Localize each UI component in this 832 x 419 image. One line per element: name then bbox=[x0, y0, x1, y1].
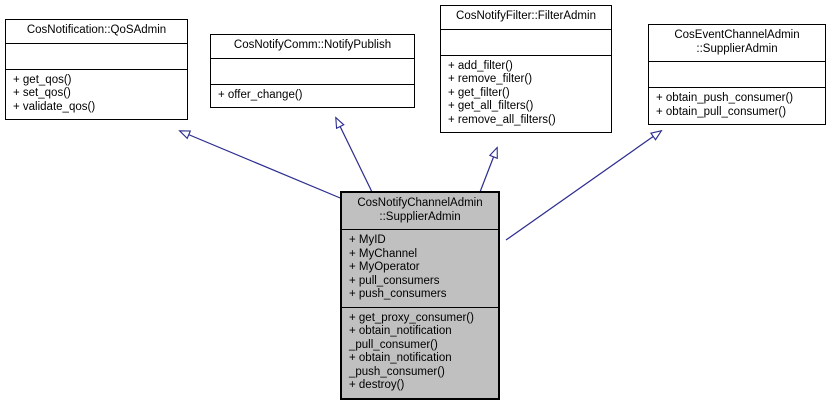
edge-supplieradmin-to-notifypublish bbox=[336, 118, 373, 193]
class-box-filter-admin[interactable]: CosNotifyFilter::FilterAdmin + add_filte… bbox=[440, 5, 612, 133]
class-attributes-notify-publish bbox=[211, 59, 414, 84]
attribute-row: + pull_consumers bbox=[349, 274, 440, 287]
class-attributes-event-channel-admin bbox=[649, 62, 825, 87]
operation-row: + get_qos() bbox=[13, 73, 72, 86]
class-divider bbox=[649, 87, 825, 88]
class-box-supplier-admin[interactable]: CosNotifyChannelAdmin ::SupplierAdmin + … bbox=[341, 192, 499, 399]
operation-row: + destroy() bbox=[349, 379, 405, 391]
operation-row: + get_filter() bbox=[448, 86, 510, 99]
edge-supplieradmin-to-eventchannel bbox=[505, 131, 661, 241]
class-operations-filter-admin: + add_filter() + remove_filter() + get_f… bbox=[441, 56, 611, 133]
class-box-notify-publish[interactable]: CosNotifyComm::NotifyPublish + offer_cha… bbox=[210, 34, 415, 108]
empty-attributes bbox=[656, 66, 819, 82]
class-divider bbox=[342, 306, 498, 308]
class-box-event-channel-admin[interactable]: CosEventChannelAdmin ::SupplierAdmin + o… bbox=[648, 24, 826, 125]
operation-row: + obtain_notification _pull_consumer() bbox=[349, 325, 452, 351]
empty-attributes bbox=[448, 34, 605, 50]
class-name-filter-admin: CosNotifyFilter::FilterAdmin bbox=[456, 10, 596, 22]
operation-row: + validate_qos() bbox=[13, 100, 96, 113]
class-divider bbox=[6, 42, 187, 44]
class-operations-qos-admin: + get_qos() + set_qos() + validate_qos() bbox=[6, 70, 187, 120]
class-divider bbox=[649, 61, 825, 62]
operation-row: + get_proxy_consumer() bbox=[349, 311, 474, 324]
operation-row: + set_qos() bbox=[13, 87, 71, 99]
class-name-supplier-admin: CosNotifyChannelAdmin ::SupplierAdmin bbox=[357, 197, 483, 223]
class-divider bbox=[441, 28, 611, 30]
class-attributes-filter-admin bbox=[441, 30, 611, 55]
class-attributes-supplier-admin: + MyID + MyChannel + MyOperator + pull_c… bbox=[342, 230, 498, 307]
class-attributes-qos-admin bbox=[6, 44, 187, 69]
operation-row: + remove_filter() bbox=[448, 73, 533, 85]
class-operations-event-channel-admin: + obtain_push_consumer() + obtain_pull_c… bbox=[649, 88, 825, 124]
operation-row: + get_all_filters() bbox=[448, 100, 534, 112]
operation-row: + add_filter() bbox=[448, 59, 513, 72]
attribute-row: + MyOperator bbox=[349, 261, 420, 273]
attribute-row: + MyID bbox=[349, 234, 386, 246]
class-operations-supplier-admin: + get_proxy_consumer() + obtain_notifica… bbox=[342, 308, 498, 398]
attribute-row: + MyChannel bbox=[349, 247, 418, 260]
operation-row: + obtain_notification _push_consumer() bbox=[349, 352, 452, 378]
attribute-row: + push_consumers bbox=[349, 288, 447, 300]
class-divider bbox=[6, 68, 187, 70]
class-divider bbox=[342, 229, 498, 230]
class-divider bbox=[441, 54, 611, 56]
operation-row: + offer_change() bbox=[218, 88, 303, 101]
class-divider bbox=[211, 57, 414, 59]
class-name-qos-admin: CosNotification::QoSAdmin bbox=[26, 24, 167, 36]
class-operations-notify-publish: + offer_change() bbox=[211, 85, 414, 108]
class-divider bbox=[211, 83, 414, 85]
class-box-qos-admin[interactable]: CosNotification::QoSAdmin + get_qos() + … bbox=[5, 19, 188, 120]
empty-attributes bbox=[13, 48, 181, 64]
class-name-notify-publish: CosNotifyComm::NotifyPublish bbox=[233, 39, 392, 51]
operation-row: + remove_all_filters() bbox=[448, 113, 556, 126]
edge-supplieradmin-to-filteradmin bbox=[479, 148, 497, 193]
operation-row: + obtain_push_consumer() bbox=[656, 92, 794, 104]
empty-attributes bbox=[218, 63, 408, 79]
operation-row: + obtain_pull_consumer() bbox=[656, 105, 787, 118]
class-name-event-channel-admin: CosEventChannelAdmin ::SupplierAdmin bbox=[674, 29, 800, 55]
edge-supplieradmin-to-qosadmin bbox=[180, 131, 346, 201]
